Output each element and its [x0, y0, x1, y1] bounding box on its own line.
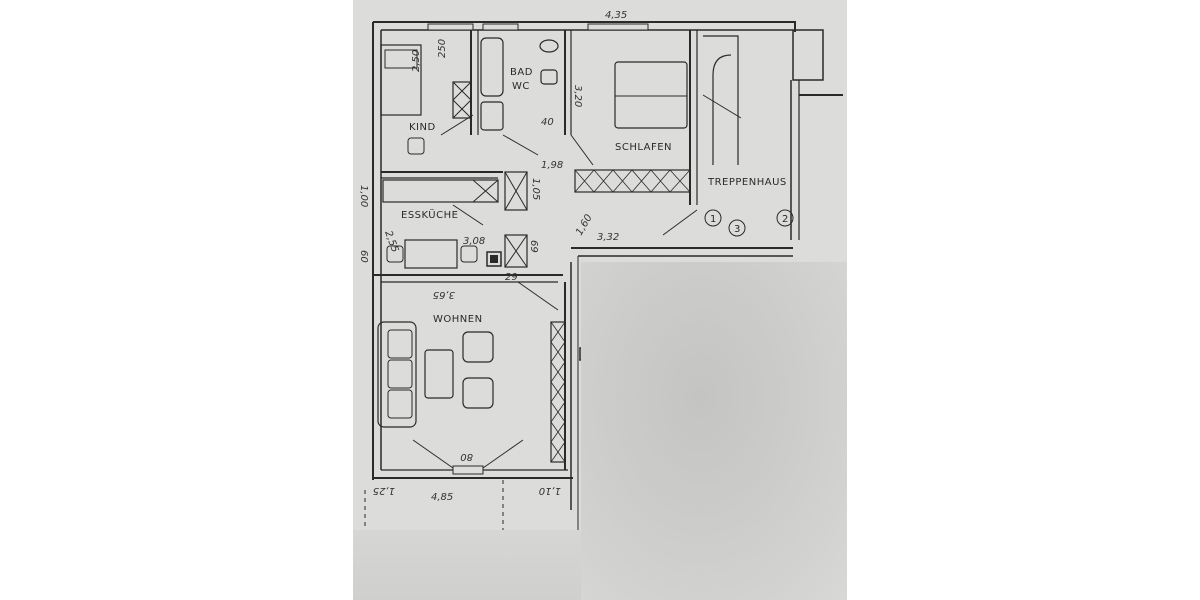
room-label-kind: KIND [409, 122, 436, 133]
dim-bad-height: 3,20 [572, 85, 583, 107]
stair-marker-3: 3 [734, 224, 741, 235]
room-label-wohnen: WOHNEN [433, 314, 483, 325]
stair-marker-2: 2 [782, 214, 789, 225]
dim-wohnen-485: 4,85 [431, 492, 453, 503]
dim-kind-250: 250 [437, 39, 448, 58]
dim-kind-bed: 2,50 [411, 50, 422, 72]
dim-schlafen-width: 4,35 [605, 10, 627, 21]
room-label-esskueche: ESSKÜCHE [401, 208, 458, 221]
dim-kueche-29: 29 [505, 272, 518, 283]
room-label-schlafen: SCHLAFEN [615, 142, 672, 153]
stair-marker-1: 1 [710, 214, 717, 225]
dim-wohnen-365: 3,65 [433, 289, 455, 300]
dim-kueche-69: 69 [528, 240, 539, 253]
dim-kueche-308: 3,08 [463, 236, 485, 247]
room-label-wc: WC [512, 81, 530, 92]
dim-flur-198: 1,98 [541, 160, 563, 171]
dim-wohnen-110: 1,10 [539, 485, 561, 496]
room-label-treppenhaus: TREPPENHAUS [707, 177, 787, 188]
floorplan-drawing: KIND BAD WC SCHLAFEN TREPPENHAUS ESSKÜCH… [358, 10, 843, 540]
dim-wohnen-80: 80 [460, 451, 473, 462]
floorplan-scan: KIND BAD WC SCHLAFEN TREPPENHAUS ESSKÜCH… [353, 0, 847, 600]
blurred-region [581, 262, 847, 600]
dim-flur-160: 1,60 [574, 213, 595, 238]
dim-bad-40: 40 [541, 117, 554, 128]
dim-flur-332: 3,32 [597, 232, 619, 243]
dim-left-100: 1,00 [358, 185, 369, 207]
dim-left-60: 60 [358, 250, 369, 263]
dim-wohnen-125: 1,25 [373, 485, 395, 496]
dim-kueche-255: 2,55 [382, 229, 400, 254]
room-label-bad: BAD [510, 67, 533, 78]
dim-flur-105: 1,05 [530, 178, 541, 200]
